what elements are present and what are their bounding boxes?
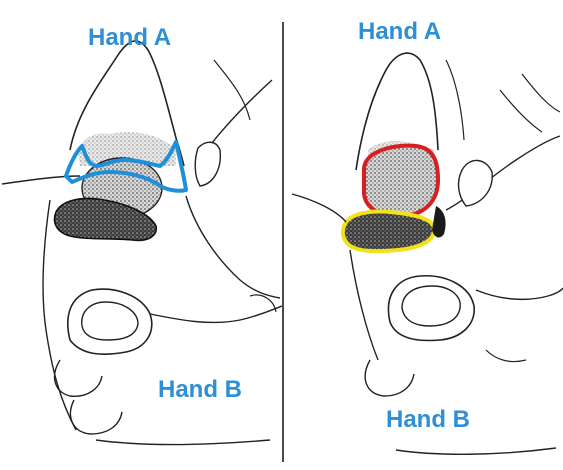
hand-b-palm [150,306,282,322]
right-panel-drawing [286,0,563,470]
hand-a-label-left: Hand A [88,24,171,52]
lower-bone-dark-right [343,212,434,252]
bone-head-right [364,146,438,217]
hand-a-thumb-right [459,160,493,206]
hand-b-finger-right-1 [365,360,414,396]
hand-a-label-right: Hand A [358,18,441,46]
hand-b-lower-right [396,448,556,454]
hand-b-label-left: Hand B [158,376,242,404]
hand-b-finger-2 [71,400,122,434]
hand-b-palm-right [476,288,563,299]
hand-b-label-right: Hand B [386,406,470,434]
lower-bone-outline-right [186,196,280,298]
left-panel: Hand A Hand B [0,0,282,470]
hand-a-fingers-right [500,74,560,132]
hand-b-thumbnail-right [402,286,460,326]
hand-b-finger-right-2 [486,350,526,362]
upper-bone-finger [446,60,464,140]
hand-line-upper-right-2 [214,60,250,120]
right-panel: Hand A Hand B [286,0,563,470]
hand-b-finger-1 [55,360,102,396]
lower-bone-outline-right-side [350,250,378,360]
forearm-line-right [292,194,346,222]
thumb-nail-small [195,142,220,186]
dark-wedge-right [432,206,446,237]
panel-divider [282,22,284,462]
hand-b-lower [96,440,270,445]
